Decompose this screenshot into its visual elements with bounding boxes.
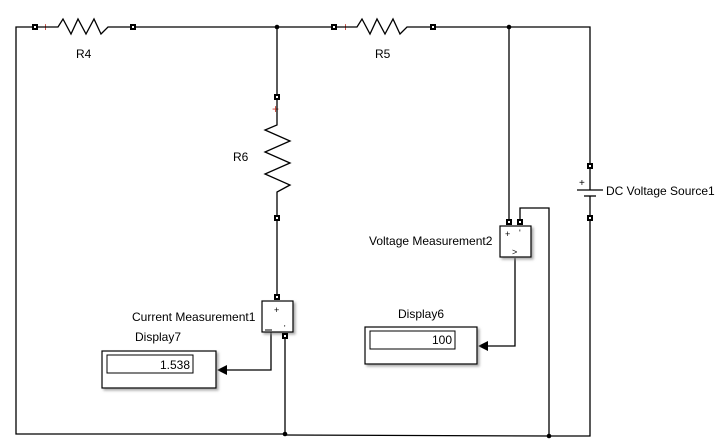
junction-top-1 (274, 24, 280, 30)
display7-input-arrow (217, 365, 227, 375)
zigzag-icon (263, 100, 292, 215)
display6-value: 100 (432, 333, 452, 347)
cm-block[interactable] (261, 300, 294, 333)
wires (15, 26, 591, 437)
junction-bottom-2 (546, 433, 552, 439)
display7-value-box (106, 354, 194, 374)
vm-out-sign: > (512, 247, 517, 257)
wire-bottom-rail[interactable] (284, 434, 550, 437)
display7-value: 1.538 (160, 358, 190, 372)
vm-plus-sign: + (505, 229, 510, 239)
r6-label: R6 (233, 150, 249, 164)
wire-left-rail[interactable] (15, 26, 285, 435)
zigzag-icon (38, 17, 130, 36)
wire-node2-dc[interactable] (509, 26, 591, 166)
wire-vm-minus[interactable] (519, 207, 550, 436)
vm-label: Voltage Measurement2 (369, 234, 493, 248)
dc-label: DC Voltage Source1 (606, 184, 715, 198)
wire-dc-bottom[interactable] (549, 218, 591, 437)
cm-plus-sign: + (274, 305, 279, 315)
r4-label: R4 (76, 47, 92, 61)
display6[interactable]: Display6 100 (364, 307, 478, 365)
cm-label: Current Measurement1 (132, 310, 256, 324)
vm-block[interactable] (499, 225, 532, 258)
resistor-r4[interactable]: + R4 (32, 17, 136, 61)
resistor-r5[interactable]: + R5 (331, 17, 436, 61)
display6-input-arrow (478, 341, 488, 351)
display6-label: Display6 (398, 307, 444, 321)
r5-label: R5 (375, 47, 391, 61)
voltage-measurement[interactable]: + ' > Voltage Measurement2 (369, 219, 532, 258)
wire-vm-display6[interactable] (488, 258, 516, 347)
display7-label: Display7 (135, 330, 181, 344)
r6-polarity-plus: + (272, 102, 279, 116)
dc-plus-sign: + (579, 178, 585, 189)
vm-minus-sign: ' (519, 228, 521, 238)
junction-top-2 (506, 24, 512, 30)
junction-bottom-1 (282, 431, 288, 437)
display7[interactable]: Display7 1.538 (101, 330, 217, 389)
dc-voltage-source[interactable]: + DC Voltage Source1 (577, 163, 715, 221)
cm-out-sign: ' (284, 324, 286, 333)
display6-value-box (369, 330, 456, 350)
zigzag-icon (337, 17, 430, 36)
current-measurement[interactable]: + ' Current Measurement1 (132, 294, 294, 339)
resistor-r6[interactable]: + R6 (233, 94, 292, 221)
wire-cm-display7[interactable] (226, 331, 272, 371)
